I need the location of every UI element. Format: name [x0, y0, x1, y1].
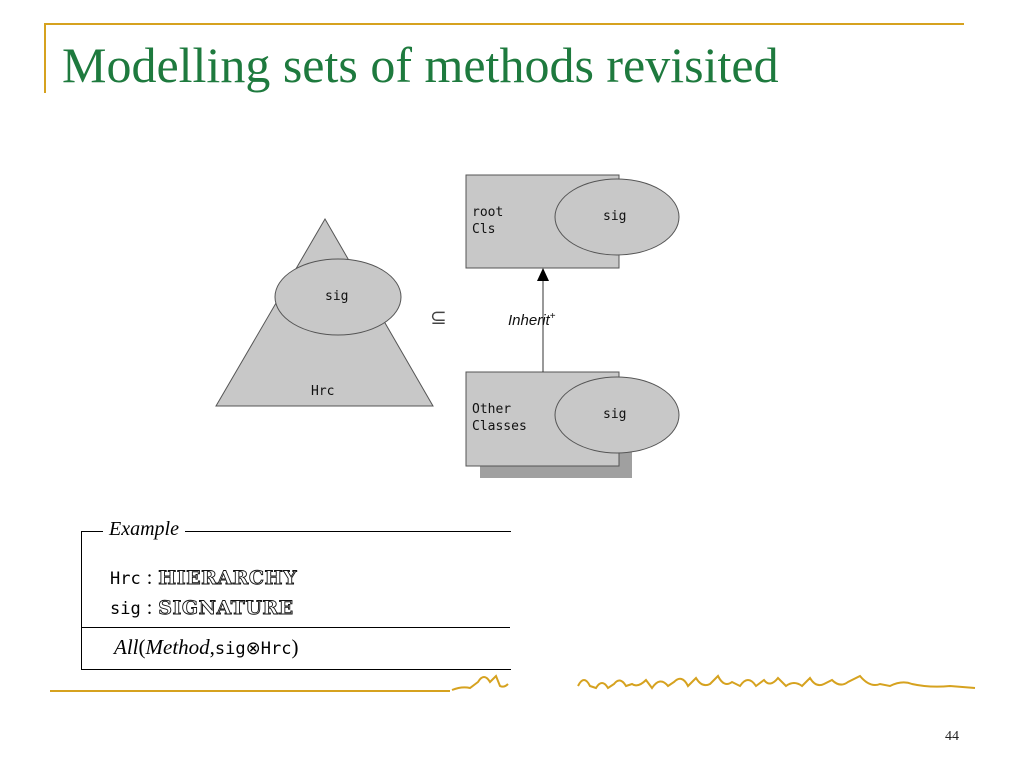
example-colon-2: : [146, 597, 153, 619]
root-label-line1: root [472, 205, 504, 220]
example-box [81, 531, 511, 670]
decorative-scribble [451, 674, 976, 691]
formula-open-paren: ( [138, 635, 146, 659]
root-label-line2: Cls [472, 222, 496, 237]
example-line-1: Hrc : HIERARCHY [110, 567, 297, 590]
inherit-superscript: + [549, 311, 556, 322]
inherit-label: Inherit+ [508, 311, 556, 329]
example-divider [81, 627, 510, 628]
formula-otimes: ⊗ [245, 638, 261, 659]
example-colon-1: : [146, 567, 153, 589]
subset-symbol: ⊆ [430, 305, 447, 329]
other-label-line1: Other [472, 402, 512, 417]
other-classes-label: Other Classes [472, 401, 527, 435]
formula-all: All [114, 635, 139, 659]
example-var-sig: sig [110, 599, 141, 619]
triangle-hrc-label: Hrc [311, 384, 335, 399]
bottom-accent-line [50, 690, 450, 692]
formula-sig: sig [214, 639, 246, 659]
inherit-text: Inherit [508, 312, 550, 329]
example-title: Example [103, 518, 185, 541]
other-sig-label: sig [603, 407, 627, 422]
root-cls-label: root Cls [472, 204, 503, 238]
left-accent-line [44, 23, 46, 93]
example-var-hrc: Hrc [110, 569, 141, 589]
page-number: 44 [945, 729, 959, 744]
top-accent-line [44, 23, 964, 25]
other-sig-ellipse [554, 376, 680, 454]
root-sig-label: sig [603, 209, 627, 224]
triangle-sig-label: sig [325, 289, 349, 304]
formula-method: Method [145, 635, 210, 659]
formula-close-paren: ) [291, 635, 299, 659]
triangle-sig-ellipse [274, 258, 402, 336]
example-formula: All(Method,sig⊗Hrc) [114, 635, 298, 660]
example-type-hierarchy: HIERARCHY [158, 567, 298, 590]
formula-hrc: Hrc [260, 639, 292, 659]
example-line-2: sig : SIGNATURE [110, 597, 294, 620]
slide-title: Modelling sets of methods revisited [62, 37, 779, 93]
example-type-signature: SIGNATURE [158, 597, 294, 620]
other-label-line2: Classes [472, 419, 527, 434]
formula-comma: , [209, 635, 215, 659]
inherit-arrow-head [537, 268, 549, 281]
root-sig-ellipse [554, 178, 680, 256]
